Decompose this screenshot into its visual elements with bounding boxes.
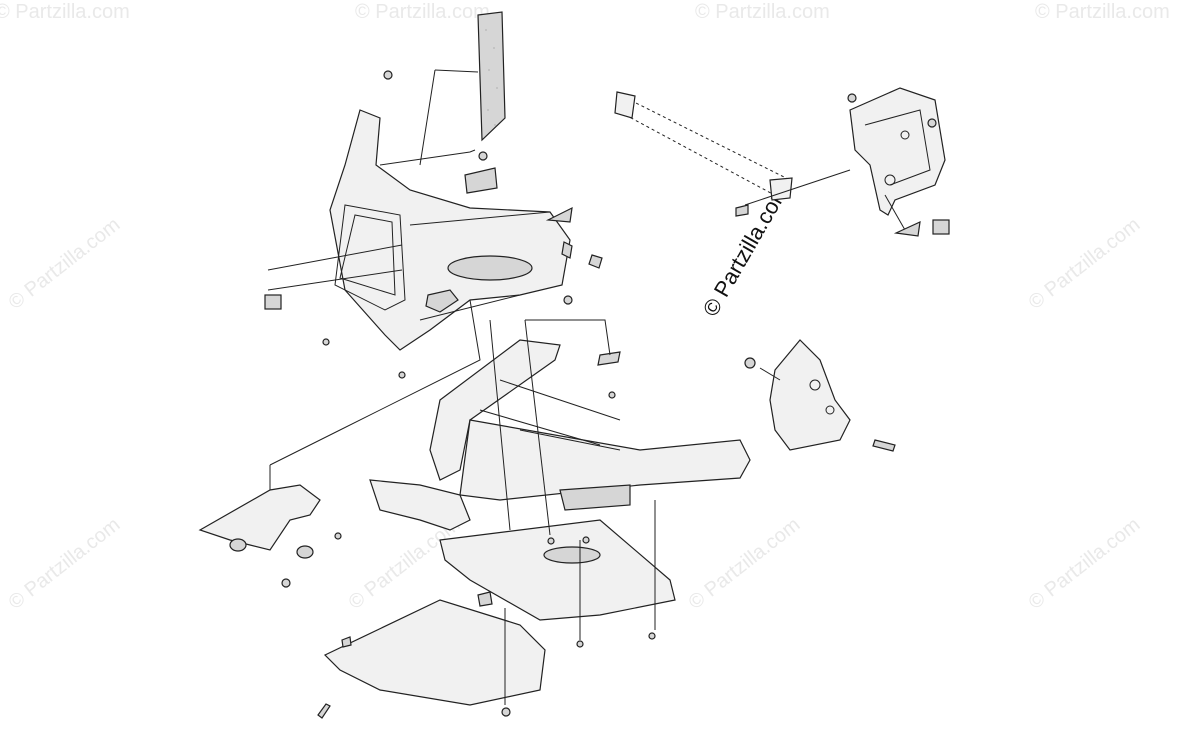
watermark: © Partzilla.com: [5, 514, 125, 614]
center-watermark: © Partzilla.com: [698, 180, 794, 321]
watermark: © Partzilla.com: [5, 214, 125, 314]
front-housing: [329, 109, 571, 351]
mounting-bracket: [849, 87, 946, 216]
exploded-view-lines: [267, 69, 906, 705]
side-bracket: [769, 339, 851, 451]
watermark: © Partzilla.com: [685, 514, 805, 614]
watermark: © Partzilla.com: [1035, 1, 1170, 23]
small-foam-pad: [425, 289, 459, 313]
watermark: © Partzilla.com: [1025, 214, 1145, 314]
tube-bracket: [198, 484, 321, 559]
direction-arrow: [545, 206, 573, 223]
support-bar: [614, 91, 793, 201]
watermark: © Partzilla.com: [355, 1, 490, 23]
hardware: [264, 70, 950, 719]
skid-plate: [439, 519, 676, 621]
lower-skid-plate: [323, 599, 546, 706]
main-frame: [369, 339, 751, 531]
watermark: © Partzilla.com: [695, 1, 830, 23]
foam-pad: [477, 11, 506, 142]
direction-arrow: [893, 220, 921, 237]
watermark: © Partzilla.com: [0, 1, 130, 23]
watermark: © Partzilla.com: [1025, 514, 1145, 614]
